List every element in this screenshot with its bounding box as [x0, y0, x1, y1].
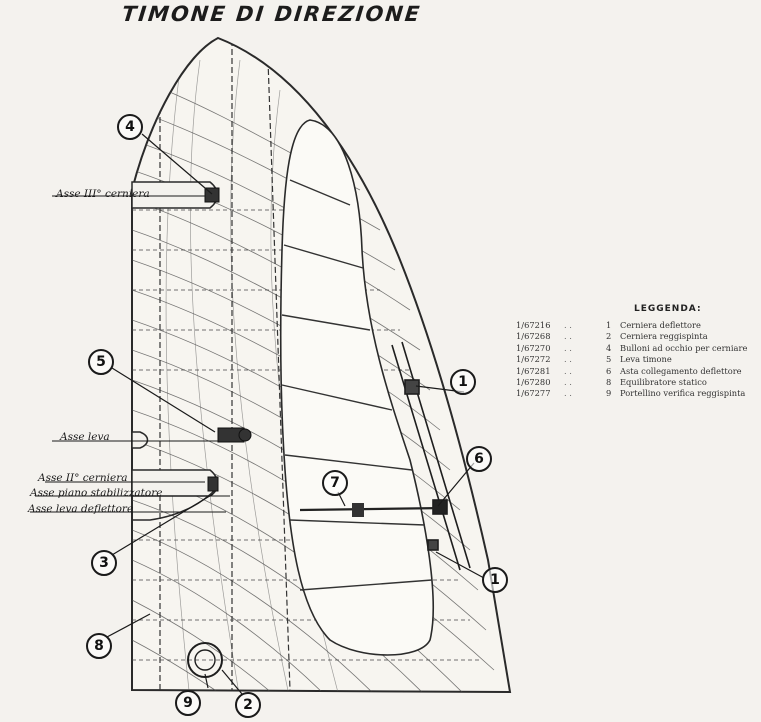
legend-number: 5	[606, 354, 612, 365]
legend-row: 1/67216 . . 1 Cerniera deflettore	[516, 320, 756, 331]
legend-number: 2	[606, 331, 612, 342]
legend-code: 1/67277	[516, 388, 551, 399]
legend-code: 1/67281	[516, 365, 551, 376]
legend-row: 1/67270 . . 4 Bulloni ad occhio per cerniar…	[516, 343, 756, 354]
legend-dots: . .	[564, 365, 572, 376]
legend: 1/67216 . . 1 Cerniera deflettore 1/67268 . .…	[516, 320, 756, 400]
legend-description: Portellino verifica reggispinta	[620, 388, 746, 399]
legend-code: 1/67268	[516, 331, 551, 342]
callout-6: 6	[466, 446, 492, 472]
legend-description: Cerniera reggispinta	[620, 331, 708, 342]
legend-dots: . .	[564, 388, 572, 399]
legend-dots: . .	[564, 354, 572, 365]
legend-dots: . .	[564, 331, 572, 342]
legend-row: 1/67272 . . 5 Leva timone	[516, 354, 756, 365]
legend-description: Asta collegamento deflettore	[620, 365, 742, 376]
callout-9: 9	[175, 690, 201, 716]
legend-row: 1/67277 . . 9 Portellino verifica reggispin…	[516, 388, 756, 399]
legend-row: 1/67281 . . 6 Asta collegamento deflettore	[516, 366, 756, 377]
axis-label-stabilizer: Asse piano stabilizzatore	[30, 487, 163, 499]
legend-description: Equilibratore statico	[620, 376, 707, 387]
legend-title: LEGGENDA:	[634, 304, 702, 314]
axis-label-hinge-2: Asse II° cerniera	[38, 472, 128, 484]
axis-label-deflector-lever: Asse leva deflettore	[28, 503, 134, 515]
callout-5: 5	[88, 349, 114, 375]
legend-description: Cerniera deflettore	[620, 320, 701, 330]
legend-code: 1/67280	[516, 376, 551, 387]
callout-2: 2	[235, 692, 261, 718]
balance-weight	[187, 642, 223, 678]
legend-row: 1/67268 . . 2 Cerniera reggispinta	[516, 331, 756, 342]
legend-number: 4	[606, 342, 612, 353]
callout-4: 4	[117, 114, 143, 140]
legend-dots: . .	[564, 376, 572, 387]
axis-label-hinge-3: Asse III° cerniera	[56, 188, 150, 200]
legend-number: 9	[606, 388, 612, 399]
callout-8: 8	[86, 633, 112, 659]
axis-label-lever: Asse leva	[60, 431, 110, 443]
callout-1-lower: 1	[482, 567, 508, 593]
legend-dots: . .	[564, 320, 572, 330]
legend-number: 6	[606, 365, 612, 376]
legend-code: 1/67270	[516, 342, 551, 353]
legend-number: 8	[606, 376, 612, 387]
callout-1-upper: 1	[450, 369, 476, 395]
legend-row: 1/67280 . . 8 Equilibratore statico	[516, 377, 756, 388]
legend-code: 1/67272	[516, 354, 551, 365]
legend-dots: . .	[564, 342, 572, 353]
legend-code: 1/67216	[516, 320, 551, 330]
legend-description: Leva timone	[620, 354, 672, 365]
legend-number: 1	[606, 320, 612, 330]
callout-3: 3	[91, 550, 117, 576]
callout-7: 7	[322, 470, 348, 496]
legend-description: Bulloni ad occhio per cerniare	[620, 342, 748, 353]
